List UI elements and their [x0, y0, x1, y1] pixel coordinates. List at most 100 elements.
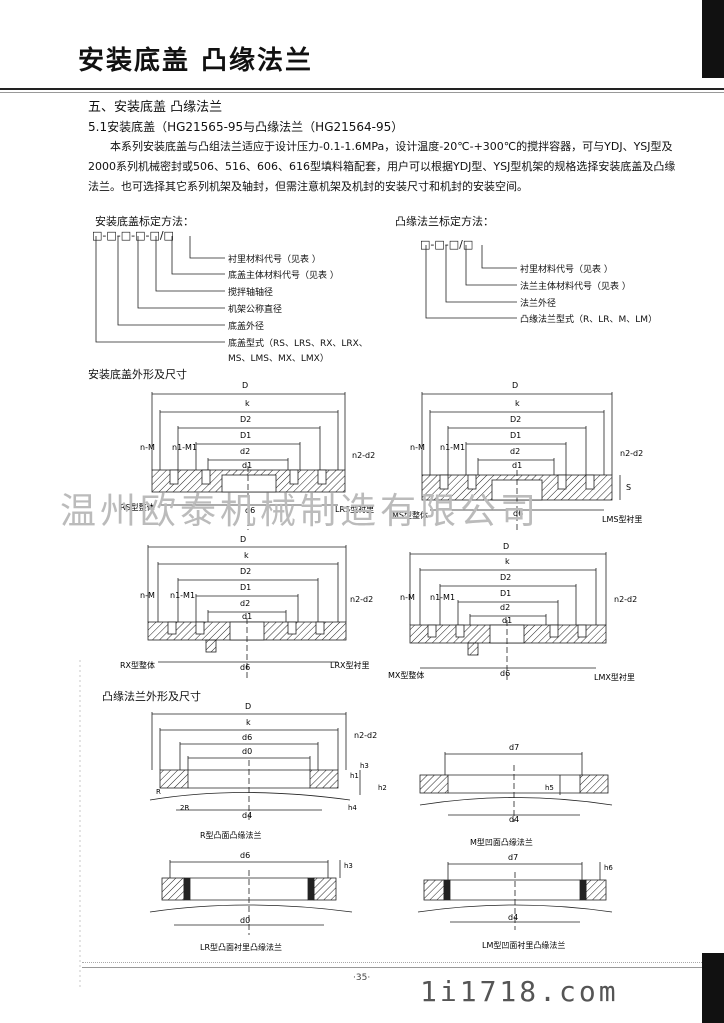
dim-d1-3: d1: [242, 612, 252, 621]
dim-fd6-1: d6: [242, 733, 252, 742]
cover-mx-drawing: [409, 552, 607, 680]
dim-fd4-1: d4: [242, 811, 252, 820]
cover-item-1: 衬里材料代号（见表 ）: [228, 255, 321, 265]
corner-mark-bottom: [702, 953, 724, 1023]
cover-item-5: 底盖外径: [228, 322, 265, 332]
dim-fd6-2: d6: [240, 851, 250, 860]
dim-D-4: D: [503, 542, 509, 551]
section-heading: 五、安装底盖 凸缘法兰: [88, 100, 223, 115]
dim-fn2d2-1: n2-d2: [354, 731, 377, 740]
flange-r-drawing: [149, 712, 361, 820]
caption-mx: MX型整体: [388, 670, 424, 680]
header-rule-thin: [0, 92, 724, 93]
dim-D1-2: D1: [510, 431, 521, 440]
dim-d2-1: d2: [240, 447, 250, 456]
dim-h2: h2: [378, 784, 387, 792]
dim-d1-2: d1: [512, 461, 522, 470]
dim-D1-4: D1: [500, 589, 511, 598]
dim-h5: h5: [545, 784, 554, 792]
dim-d6-1: d6: [245, 506, 255, 515]
dim-d1-4: d1: [502, 616, 512, 625]
dim-R: R: [156, 788, 161, 796]
flange-method-title: 凸缘法兰标定方法：: [395, 215, 494, 228]
dim-fD-1: D: [245, 702, 251, 711]
dim-n2d2-2: n2-d2: [620, 449, 643, 458]
dim-k-1: k: [245, 399, 250, 408]
dim-h1: h1: [350, 772, 359, 780]
section-paragraph: 本系列安装底盖与凸组法兰适应于设计压力-0.1-1.6MPa，设计温度-20℃-…: [88, 140, 676, 193]
dim-d2-4: d2: [500, 603, 510, 612]
dim-fd7-1: d7: [509, 743, 519, 752]
dim-h3-1: h3: [360, 762, 369, 770]
dim-fd4-2: d4: [509, 815, 519, 824]
caption-r: R型凸面凸缘法兰: [200, 830, 262, 840]
dim-n1M1-4: n1-M1: [430, 593, 455, 602]
dim-fd0-1: d0: [242, 747, 252, 756]
page-number: ·35·: [353, 973, 371, 983]
cover-item-6: 底盖型式（RS、LRS、RX、LRX、: [228, 339, 368, 349]
corner-mark-top: [702, 0, 724, 78]
flange-item-2: 法兰主体材料代号（见表 ）: [520, 282, 631, 292]
dim-D1-3: D1: [240, 583, 251, 592]
flange-m-drawing: [419, 752, 613, 822]
caption-rs: RS型整体: [120, 502, 155, 512]
dim-d6-3: d6: [240, 663, 250, 672]
cover-rx-drawing: [147, 545, 347, 680]
dim-fk-1: k: [246, 718, 251, 727]
cover-rs-drawing: [151, 392, 346, 530]
dim-fd4-3: d4: [508, 913, 518, 922]
dim-d2-2: d2: [510, 447, 520, 456]
dim-n1M1-1: n1-M1: [172, 443, 197, 452]
dim-nM-4: n-M: [400, 593, 415, 602]
dim-k-3: k: [244, 551, 249, 560]
cover-item-2: 底盖主体材料代号（见表 ）: [228, 271, 339, 281]
flange-item-3: 法兰外径: [520, 299, 557, 309]
section-subheading: 5.1安装底盖（HG21565-95与凸缘法兰（HG21564-95）: [88, 120, 404, 134]
dim-k-4: k: [505, 557, 510, 566]
caption-lms: LMS型衬里: [602, 514, 642, 524]
dim-D2-4: D2: [500, 573, 511, 582]
flange-item-4: 凸缘法兰型式（R、LR、M、LM）: [520, 315, 658, 325]
dim-S: S: [626, 483, 631, 492]
cover-item-4: 机架公称直径: [228, 305, 283, 315]
cover-ms-drawing: [421, 392, 621, 530]
dim-D-2: D: [512, 381, 518, 390]
dim-n2d2-1: n2-d2: [352, 451, 375, 460]
cover-figure-title: 安装底盖外形及尺寸: [88, 368, 187, 381]
dim-h6: h6: [604, 864, 613, 872]
dim-2R: 2R: [180, 804, 189, 812]
dim-h4: h4: [348, 804, 357, 812]
dim-n2d2-4: n2-d2: [614, 595, 637, 604]
caption-ms: MS型整体: [392, 510, 428, 520]
flange-method-code: □-□-□/□: [420, 238, 474, 251]
dim-nM-2: n-M: [410, 443, 425, 452]
dim-nM-3: n-M: [140, 591, 155, 600]
dim-D-3: D: [240, 535, 246, 544]
dim-d6-2: d6: [513, 509, 523, 518]
dim-D2-3: D2: [240, 567, 251, 576]
caption-rx: RX型整体: [120, 660, 155, 670]
dim-nM-1: n-M: [140, 443, 155, 452]
dim-n1M1-3: n1-M1: [170, 591, 195, 600]
header-rule: [0, 88, 724, 90]
footer-rule: [82, 967, 702, 968]
flange-item-1: 衬里材料代号（见表 ）: [520, 265, 613, 275]
dim-D1-1: D1: [240, 431, 251, 440]
dim-fd0-2: d0: [240, 916, 250, 925]
caption-lr: LR型凸面衬里凸缘法兰: [200, 942, 282, 952]
cover-item-7: MS、LMS、MX、LMX）: [228, 354, 329, 364]
caption-lm: LM型凹面衬里凸缘法兰: [482, 940, 565, 950]
cover-method-title: 安装底盖标定方法：: [95, 215, 194, 228]
cover-item-3: 搅拌轴轴径: [228, 288, 274, 298]
cover-method-code: □-□-□-□-□/□: [92, 229, 174, 242]
dim-D-1: D: [242, 381, 248, 390]
caption-lrs: LRS型衬里: [335, 504, 374, 514]
footer-dotted-rule: [82, 962, 702, 963]
caption-lmx: LMX型衬里: [594, 672, 635, 682]
dim-d1-1: d1: [242, 461, 252, 470]
site-watermark: 1i1718.com: [420, 975, 619, 1008]
dim-h3-2: h3: [344, 862, 353, 870]
dim-d2-3: d2: [240, 599, 250, 608]
dim-k-2: k: [515, 399, 520, 408]
